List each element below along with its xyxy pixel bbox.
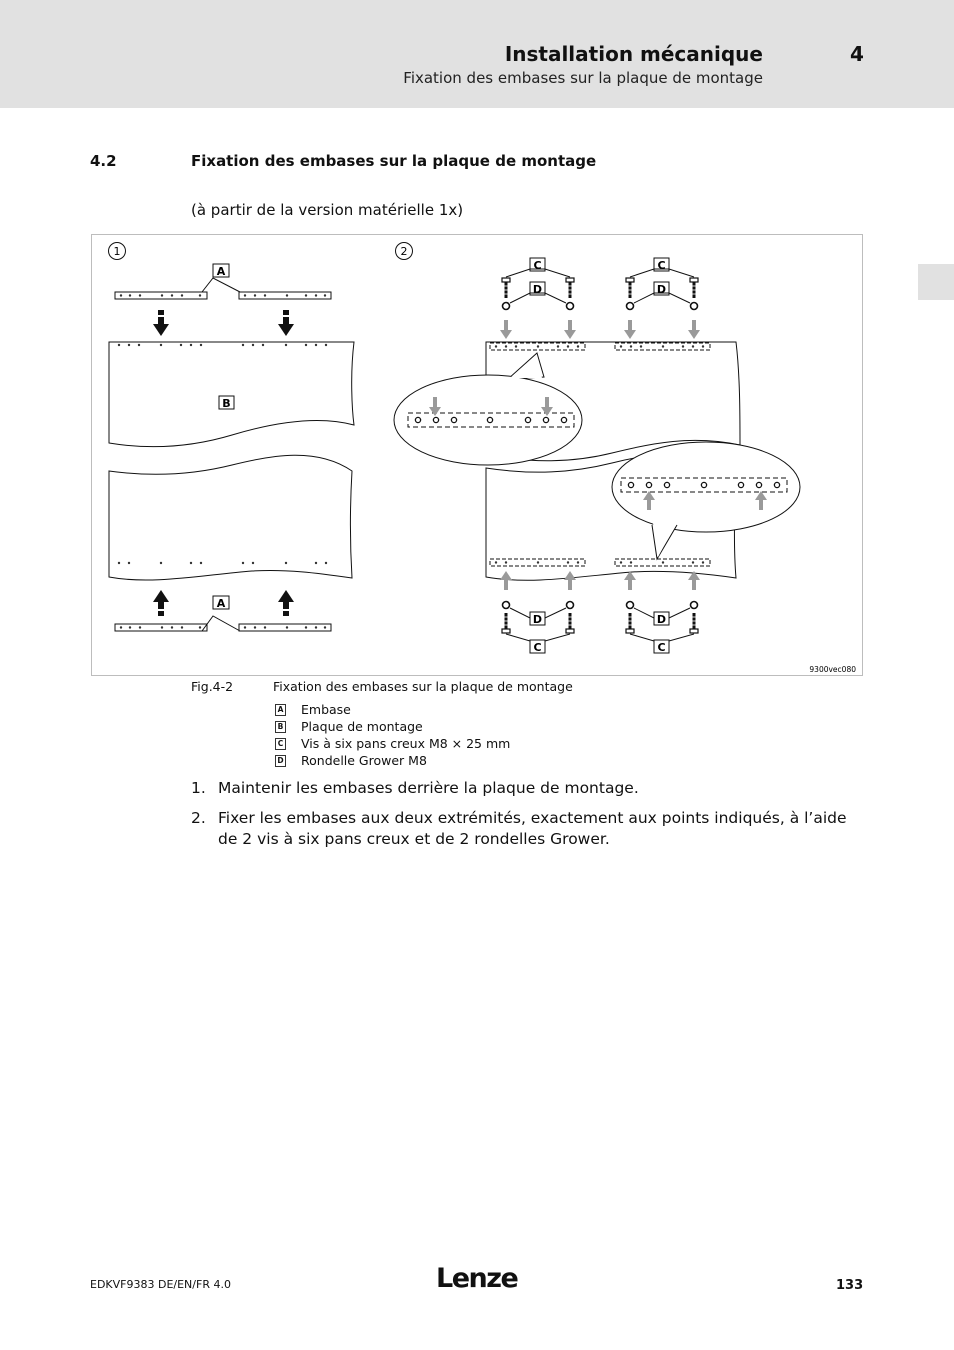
legend-key: A	[275, 703, 286, 716]
section-number: 4.2	[90, 152, 117, 170]
figure-frame: 1 2 A B	[91, 234, 863, 676]
figure-image-id: 9300vec080	[809, 665, 856, 674]
svg-text:A: A	[217, 597, 226, 610]
step-number: 1.	[191, 779, 206, 797]
svg-text:D: D	[657, 613, 666, 626]
base-bar-bottom-right	[238, 623, 332, 632]
callout-b: B	[218, 395, 235, 410]
detail-bubble-top	[393, 352, 583, 466]
detail-bubble-bottom	[611, 441, 801, 561]
callout-a-top: A	[212, 263, 230, 278]
callout-a-bottom: A	[212, 595, 230, 610]
base-bar-top-left	[114, 291, 208, 300]
figure-caption: Fixation des embases sur la plaque de mo…	[273, 679, 573, 694]
header-subtitle: Fixation des embases sur la plaque de mo…	[403, 69, 763, 87]
legend-text: Embase	[301, 702, 351, 717]
mounting-plate-lower	[108, 454, 353, 581]
header-band	[0, 0, 954, 108]
arrow-up-right	[278, 590, 294, 616]
step-number: 2.	[191, 809, 206, 827]
mounting-plate-upper	[108, 341, 355, 448]
step-item: 1. Maintenir les embases derrière la plaq…	[191, 778, 861, 799]
hardware-bottom-left: D C	[500, 571, 576, 654]
figure-caption-label: Fig.4-2	[191, 679, 234, 694]
step-text: Fixer les embases aux deux extrémités, e…	[218, 809, 847, 848]
legend-item: D Rondelle Grower M8	[275, 752, 510, 769]
legend-key: B	[275, 720, 286, 733]
svg-text:2: 2	[401, 245, 408, 258]
chapter-side-tab	[918, 264, 954, 300]
panel-label-2: 2	[395, 242, 413, 260]
arrow-down-right	[278, 310, 294, 336]
svg-text:C: C	[533, 641, 541, 654]
arrow-down-left	[153, 310, 169, 336]
legend-text: Plaque de montage	[301, 719, 423, 734]
section-title: Fixation des embases sur la plaque de mo…	[191, 152, 597, 170]
mounting-diagram: 1 2 A B	[108, 242, 856, 674]
svg-text:1: 1	[114, 245, 121, 258]
brand-logo: Lenze	[436, 1263, 519, 1294]
svg-text:D: D	[657, 283, 666, 296]
svg-text:C: C	[657, 259, 665, 272]
svg-text:D: D	[533, 613, 542, 626]
legend-key: C	[275, 737, 286, 750]
legend-item: B Plaque de montage	[275, 718, 510, 735]
svg-text:D: D	[533, 283, 542, 296]
legend-item: C Vis à six pans creux M8 × 25 mm	[275, 735, 510, 752]
page-number: 133	[836, 1278, 864, 1293]
svg-text:B: B	[222, 397, 230, 410]
legend-item: A Embase	[275, 701, 510, 718]
step-item: 2. Fixer les embases aux deux extrémités,…	[191, 808, 861, 850]
instruction-steps: 1. Maintenir les embases derrière la plaq…	[191, 778, 861, 859]
hardware-top-right: C D	[624, 257, 700, 339]
legend-text: Rondelle Grower M8	[301, 753, 427, 768]
svg-text:C: C	[533, 259, 541, 272]
base-bar-bottom-left	[114, 623, 208, 632]
panel-label-1: 1	[108, 242, 126, 260]
step-text: Maintenir les embases derrière la plaque…	[218, 779, 639, 797]
chapter-number: 4	[850, 42, 864, 66]
figure-legend: A Embase B Plaque de montage C Vis à six pa…	[275, 701, 510, 769]
intro-note: (à partir de la version matérielle 1x)	[191, 201, 464, 219]
footer-doc-id: EDKVF9383 DE/EN/FR 4.0	[90, 1278, 231, 1291]
hardware-top-left: C D	[500, 257, 576, 339]
svg-text:A: A	[217, 265, 226, 278]
header-title: Installation mécanique	[504, 42, 763, 66]
svg-text:C: C	[657, 641, 665, 654]
legend-key: D	[275, 754, 286, 767]
arrow-up-left	[153, 590, 169, 616]
legend-text: Vis à six pans creux M8 × 25 mm	[301, 736, 511, 751]
base-bar-top-right	[238, 291, 332, 300]
hardware-bottom-right: D C	[624, 571, 700, 654]
